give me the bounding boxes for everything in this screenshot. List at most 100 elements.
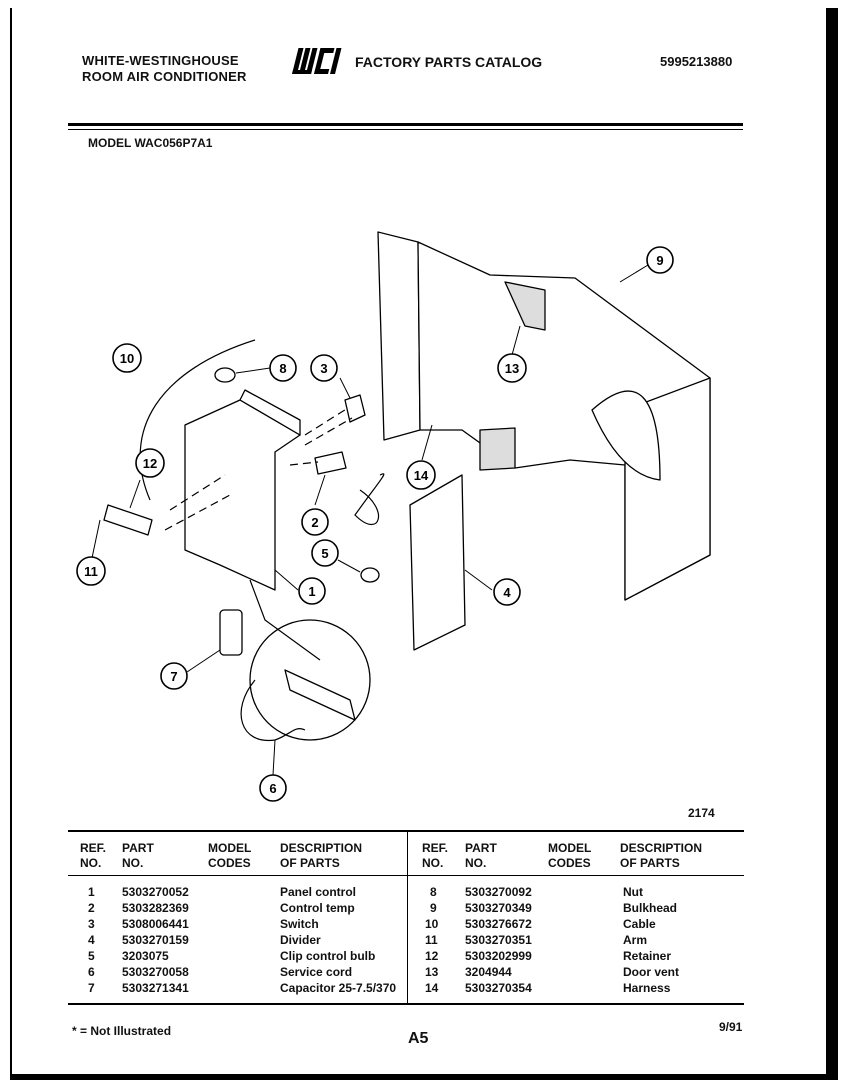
nut (214, 367, 236, 383)
svg-text:1: 1 (308, 584, 315, 599)
harness-detail (249, 619, 371, 741)
part-description: Divider (280, 933, 321, 947)
part-number: 5303270349 (465, 901, 532, 915)
harness-lead (249, 579, 321, 661)
clip-control-bulb (360, 567, 380, 583)
page-number: A5 (408, 1030, 429, 1047)
ref-number: 4 (88, 933, 95, 947)
bulkhead-left-panel (377, 231, 421, 441)
part-number: 5303271341 (122, 981, 189, 995)
part-number: 3203075 (122, 949, 169, 963)
bulkhead-fan-opening (591, 390, 661, 481)
svg-text:14: 14 (414, 468, 429, 483)
ref-number: 14 (425, 981, 439, 995)
part-description: Control temp (280, 901, 355, 915)
ref-number: 2 (88, 901, 95, 915)
part-description: Panel control (280, 885, 357, 899)
model-number: MODEL WAC056P7A1 (88, 136, 213, 150)
part-number: 5303270354 (465, 981, 532, 995)
ref-number: 9 (430, 901, 437, 915)
door-vent (504, 281, 546, 331)
ref-number: 13 (425, 965, 439, 979)
not-illustrated-note: * = Not Illustrated (72, 1024, 172, 1038)
retainer (103, 504, 153, 536)
company-line-1: WHITE-WESTINGHOUSE (82, 53, 239, 68)
part-number: 5303282369 (122, 901, 189, 915)
service-cord (240, 679, 306, 742)
callout-5: 5 (311, 539, 361, 573)
part-description: Arm (623, 933, 648, 947)
svg-text:4: 4 (503, 585, 511, 600)
scan-edge-right (826, 8, 838, 1076)
table-rule-bottom (68, 1003, 744, 1005)
part-description: Retainer (623, 949, 672, 963)
ref-number: 11 (425, 933, 438, 947)
divider (409, 474, 466, 651)
svg-text:9: 9 (656, 253, 663, 268)
switch (344, 394, 366, 423)
header-ref: REF.NO. (80, 841, 107, 870)
svg-text:13: 13 (505, 361, 519, 376)
table-rule-top (68, 830, 744, 832)
callout-4: 4 (464, 569, 521, 606)
part-number: 5303270159 (122, 933, 189, 947)
scan-edge-bottom (10, 1074, 838, 1080)
company-name: WHITE-WESTINGHOUSE ROOM AIR CONDITIONER (82, 53, 247, 85)
part-description: Switch (280, 917, 319, 931)
callout-9: 9 (619, 246, 674, 283)
callout-10: 10 (112, 343, 142, 373)
callout-2: 2 (301, 474, 329, 536)
table-rule-header (68, 875, 744, 876)
svg-text:10: 10 (120, 351, 134, 366)
panel-control-top (239, 389, 301, 436)
part-number: 5303202999 (465, 949, 532, 963)
callout-7: 7 (160, 649, 221, 690)
capacitor (219, 609, 243, 656)
callout-1: 1 (274, 569, 326, 605)
ref-number: 12 (425, 949, 439, 963)
ref-number: 10 (425, 917, 439, 931)
part-number: 5303270058 (122, 965, 189, 979)
ref-number: 8 (430, 885, 437, 899)
part-number: 3204944 (465, 965, 512, 979)
ref-number: 6 (88, 965, 95, 979)
header-ref-right: REF.NO. (422, 841, 449, 870)
callout-11: 11 (76, 519, 106, 586)
part-number: 5308006441 (122, 917, 189, 931)
callout-6: 6 (259, 739, 287, 802)
part-description: Cable (623, 917, 656, 931)
bulkhead-vent-pad (479, 427, 516, 471)
bulb-cable (354, 473, 385, 526)
panel-control (184, 399, 301, 591)
header-rule (68, 123, 743, 126)
ref-number: 7 (88, 981, 95, 995)
callout-12: 12 (129, 448, 165, 509)
part-description: Harness (623, 981, 671, 995)
part-description: Clip control bulb (280, 949, 376, 963)
table-row: 1 (88, 885, 95, 899)
table-column-divider (407, 830, 408, 1004)
figure-number: 2174 (688, 806, 715, 820)
part-description: Service cord (280, 965, 353, 979)
part-number: 5303270092 (465, 885, 532, 899)
wci-logo (292, 48, 342, 74)
svg-text:8: 8 (279, 361, 286, 376)
part-number: 5303270052 (122, 885, 189, 899)
catalog-number: 5995213880 (660, 54, 733, 69)
svg-text:5: 5 (321, 546, 328, 561)
callout-3: 3 (310, 354, 351, 399)
harness-bracket (284, 669, 356, 721)
company-line-2: ROOM AIR CONDITIONER (82, 69, 247, 84)
exploded-parts-diagram: 1 2 3 4 5 6 7 8 9 10 11 12 13 14 (76, 231, 711, 802)
callout-8: 8 (235, 354, 297, 382)
svg-text:11: 11 (84, 564, 98, 579)
part-description: Capacitor 25-7.5/370 (280, 981, 397, 995)
control-temp (314, 451, 347, 475)
part-description: Door vent (623, 965, 680, 979)
